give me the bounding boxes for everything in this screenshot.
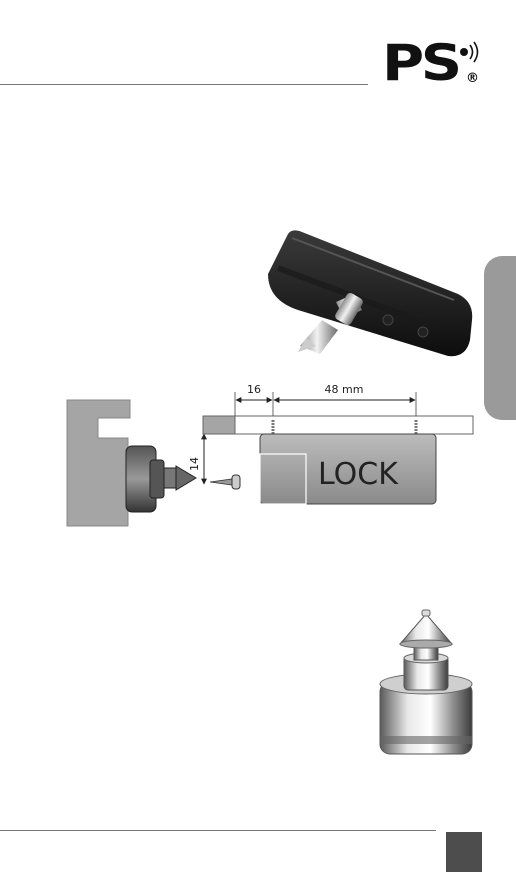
footer-rule bbox=[0, 830, 436, 831]
header-rule bbox=[0, 84, 368, 85]
signal-waves-icon bbox=[458, 40, 482, 64]
ps-logo: PS ® bbox=[382, 38, 488, 94]
side-tab bbox=[484, 256, 516, 420]
dim-16-label: 16 bbox=[247, 383, 261, 396]
logo-text: PS bbox=[382, 38, 459, 88]
dim-14-label: 14 bbox=[188, 457, 201, 471]
lock-housing-photo bbox=[258, 224, 480, 364]
installation-diagram: 14 16 48 mm LOCK bbox=[60, 380, 480, 530]
lock-label: LOCK bbox=[318, 457, 399, 492]
page-number-box bbox=[446, 832, 482, 872]
dim-48-label: 48 mm bbox=[325, 383, 364, 396]
pin-closeup-photo bbox=[370, 608, 482, 768]
registered-mark: ® bbox=[466, 71, 479, 86]
